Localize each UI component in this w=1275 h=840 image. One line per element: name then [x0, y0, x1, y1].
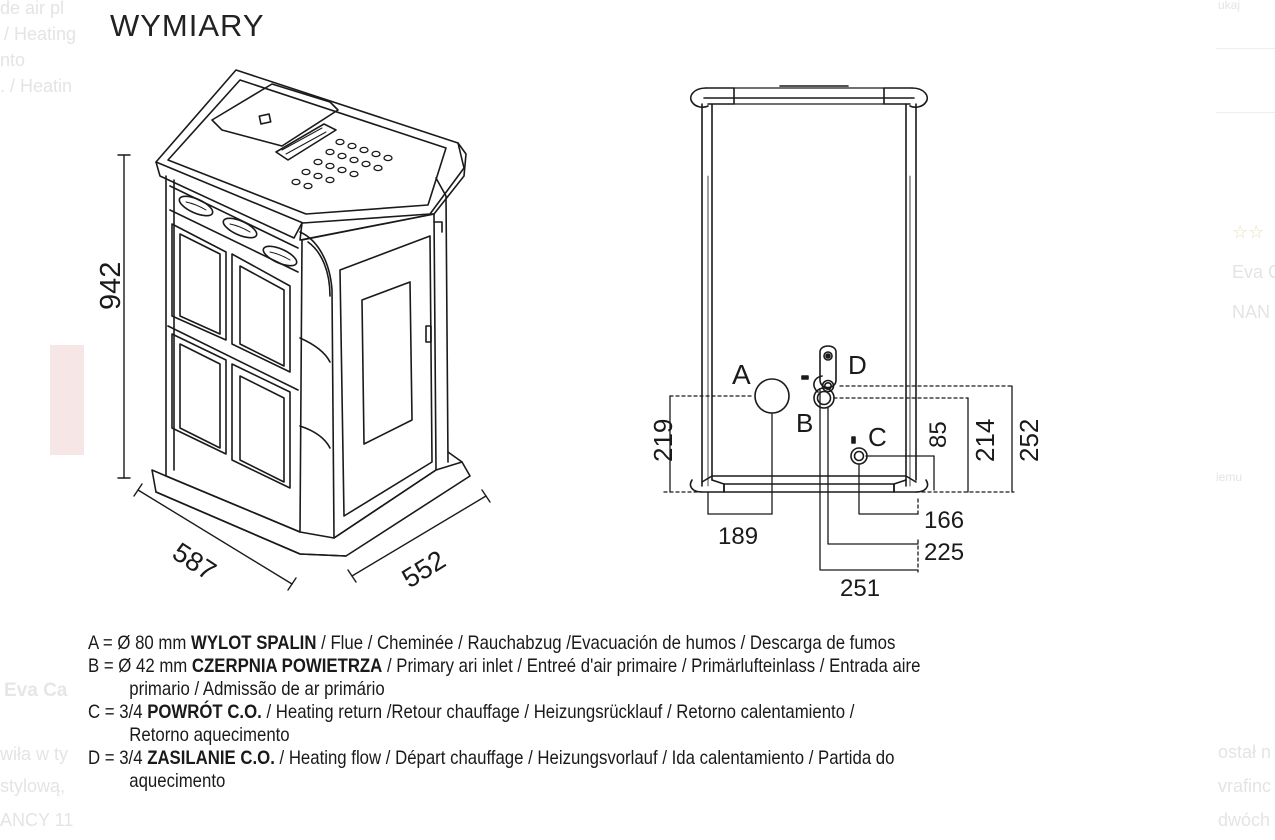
background-text: / Heating: [4, 24, 77, 44]
dimension-85: 85: [925, 421, 952, 448]
rear-dimensions: [663, 385, 1015, 573]
legend-name: WYLOT SPALIN: [190, 632, 317, 654]
legend-translations: / Flue / Cheminée / Rauchabzug /Evacuaci…: [316, 632, 896, 654]
connection-legend: A = Ø 80 mm WYLOT SPALIN / Flue / Chemin…: [88, 632, 1060, 793]
dimension-251: 251: [840, 575, 880, 602]
background-text: dwóch: [1218, 810, 1271, 830]
legend-prefix: B = Ø 42 mm: [88, 655, 192, 677]
legend-continuation: primario / Admissão de ar primário: [129, 678, 385, 700]
stove-rear-view: [689, 85, 929, 493]
legend-prefix: D = 3/4: [88, 747, 148, 769]
background-text: NAN: [1232, 302, 1271, 322]
dimension-depth: 587: [167, 537, 221, 587]
connector-label-a: A: [732, 359, 751, 390]
page-title: WYMIARY: [110, 8, 265, 43]
background-text: nto: [0, 50, 26, 70]
background-text: wiła w ty: [0, 744, 69, 764]
legend-name: POWRÓT C.O.: [147, 701, 262, 723]
background-text: de air pl: [0, 0, 65, 18]
legend-name: ZASILANIE C.O.: [147, 747, 275, 769]
legend-translations: / Primary ari inlet / Entreé d'air prima…: [382, 655, 921, 677]
legend-translations: / Heating return /Retour chauffage / Hei…: [261, 701, 855, 723]
background-text: ostał n: [1218, 742, 1272, 762]
legend-item-d: D = 3/4 ZASILANIE C.O. / Heating flow / …: [88, 747, 1060, 770]
background-text: . / Heatin: [0, 76, 73, 96]
background-text: Eva C: [1232, 262, 1275, 282]
background-product-name: Eva Ca: [4, 680, 68, 701]
dimension-225: 225: [924, 539, 964, 566]
legend-prefix: C = 3/4: [88, 701, 148, 723]
background-star-icons: ☆☆: [1232, 222, 1265, 243]
background-text: stylową,: [0, 776, 66, 796]
legend-item-a: A = Ø 80 mm WYLOT SPALIN / Flue / Chemin…: [88, 632, 1060, 655]
background-thumbnail: [50, 345, 84, 455]
legend-name: CZERPNIA POWIETRZA: [191, 655, 383, 677]
connector-label-d: D: [848, 350, 867, 380]
background-text: vrafinc: [1218, 776, 1272, 796]
background-divider: [1216, 112, 1275, 113]
stove-front-view: [151, 69, 471, 557]
front-dimensions: [117, 154, 491, 591]
legend-prefix: A = Ø 80 mm: [88, 632, 191, 654]
dimension-height: 942: [95, 262, 127, 310]
dimension-219: 219: [648, 419, 678, 462]
legend-continuation: Retorno aquecimento: [129, 724, 290, 746]
background-text: ukaj: [1218, 0, 1241, 12]
dimension-166: 166: [924, 507, 964, 534]
background-text: iemu: [1216, 470, 1243, 484]
dimension-189: 189: [718, 523, 758, 550]
connector-label-b: B: [796, 408, 813, 438]
dimension-214: 214: [970, 419, 1000, 462]
legend-continuation: aquecimento: [129, 770, 226, 792]
legend-translations: / Heating flow / Départ chauffage / Heiz…: [274, 747, 895, 769]
background-text: ANCY 11: [0, 810, 74, 830]
legend-item-c: C = 3/4 POWRÓT C.O. / Heating return /Re…: [88, 701, 1060, 724]
dimension-252: 252: [1014, 419, 1044, 462]
connector-label-c: C: [868, 422, 887, 452]
background-divider: [1216, 48, 1275, 49]
legend-item-b: B = Ø 42 mm CZERPNIA POWIETRZA / Primary…: [88, 655, 1060, 678]
dimension-width: 552: [397, 545, 451, 594]
